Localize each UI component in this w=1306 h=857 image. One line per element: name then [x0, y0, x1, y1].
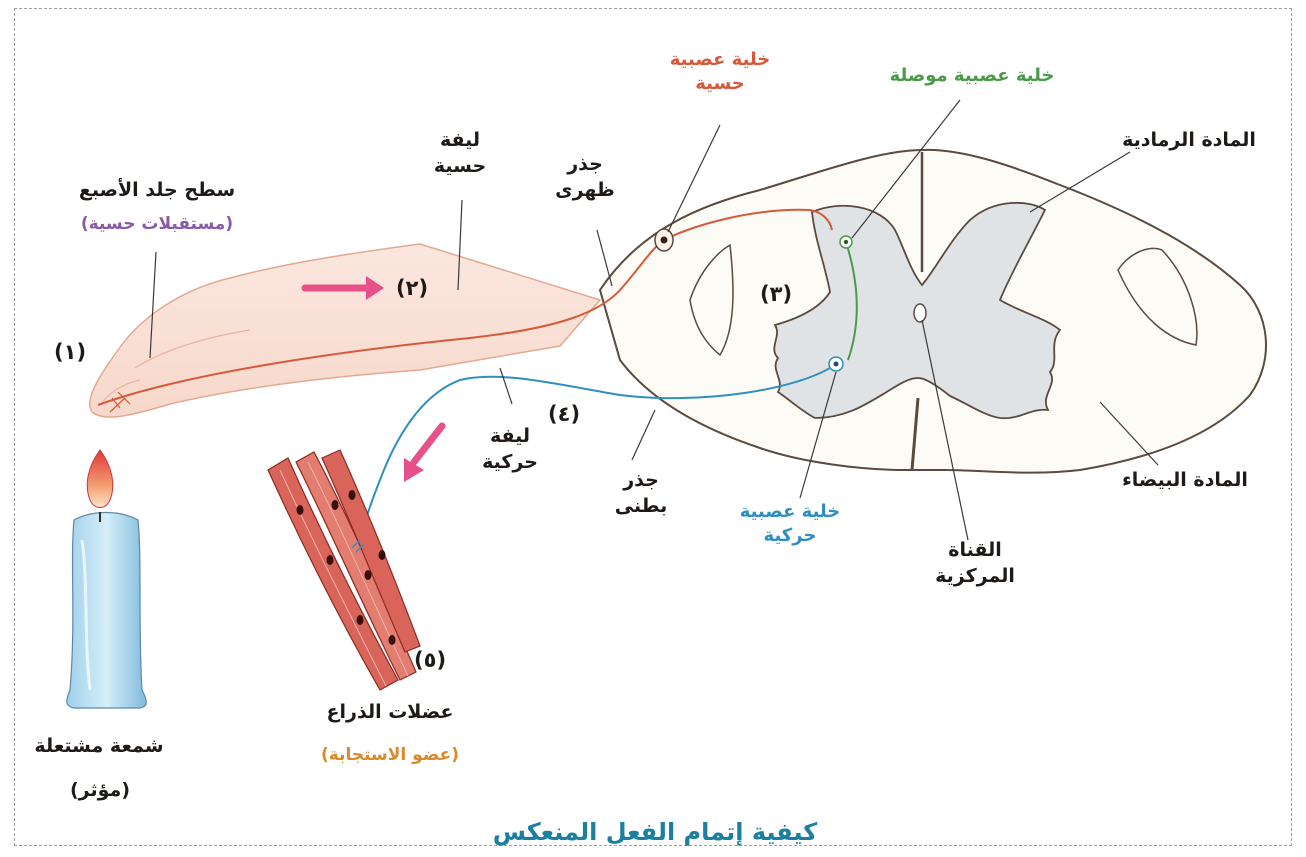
dorsal-root-line-2: ظهرى: [540, 178, 630, 204]
step-number-2: (٢): [396, 276, 428, 300]
sensory-fiber-line-1: ليفة: [420, 128, 500, 154]
label-effector: (عضو الاستجابة): [300, 744, 480, 767]
step-number-3: (٣): [760, 282, 792, 306]
motor-neuron-line-1: خلية عصبية: [720, 500, 860, 524]
label-skin-surface: سطح جلد الأصبع: [52, 178, 262, 204]
label-gray-matter: المادة الرمادية: [1104, 128, 1274, 154]
ventral-root-line-2: بطنى: [596, 494, 686, 520]
motor-fiber-line-2: حركية: [470, 450, 550, 476]
dorsal-root-line-1: جذر: [540, 152, 630, 178]
ventral-root-line-1: جذر: [596, 468, 686, 494]
label-ventral-root: جذر بطنى: [596, 468, 686, 519]
label-central-canal: القناة المركزية: [920, 538, 1030, 589]
motor-neuron-line-2: حركية: [720, 524, 860, 548]
sensory-neuron-line-1: خلية عصبية: [650, 48, 790, 72]
label-interneuron: خلية عصبية موصلة: [872, 64, 1072, 88]
label-sensory-fiber: ليفة حسية: [420, 128, 500, 179]
diagram-caption: كيفية إتمام الفعل المنعكس: [440, 818, 870, 846]
label-motor-fiber: ليفة حركية: [470, 424, 550, 475]
candle-icon: [67, 450, 147, 708]
label-arm-muscles: عضلات الذراع: [300, 700, 480, 726]
label-sensory-neuron: خلية عصبية حسية: [650, 48, 790, 97]
sensory-fiber-line-2: حسية: [420, 154, 500, 180]
label-stimulus: (مؤثر): [40, 778, 160, 804]
central-canal: [914, 304, 926, 322]
label-sensory-receptors: (مستقبلات حسية): [52, 213, 262, 236]
step-number-1: (١): [54, 340, 86, 364]
central-canal-line-2: المركزية: [920, 564, 1030, 590]
sensory-neuron-line-2: حسية: [650, 72, 790, 96]
label-candle: شمعة مشتعلة: [14, 734, 184, 760]
label-dorsal-root: جذر ظهرى: [540, 152, 630, 203]
step-number-4: (٤): [548, 402, 580, 426]
motor-fiber-line-1: ليفة: [470, 424, 550, 450]
label-white-matter: المادة البيضاء: [1100, 468, 1270, 494]
muscle-fibers-icon: [268, 450, 420, 690]
central-canal-line-1: القناة: [920, 538, 1030, 564]
label-motor-neuron: خلية عصبية حركية: [720, 500, 860, 549]
step-number-5: (٥): [414, 648, 446, 672]
arrow-icon: [404, 426, 442, 482]
